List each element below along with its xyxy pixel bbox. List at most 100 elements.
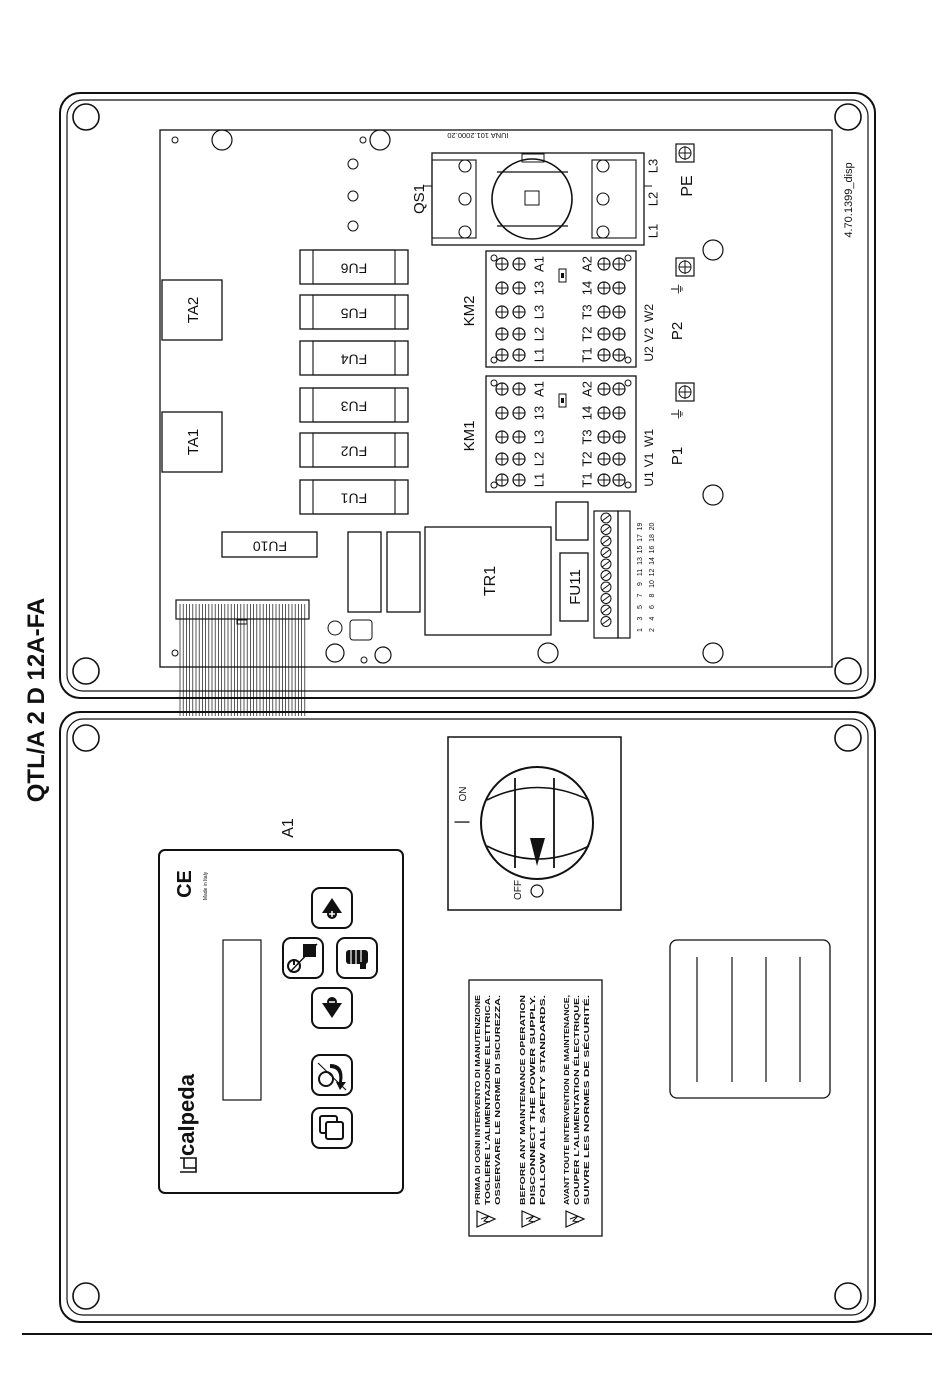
strip-number: 6 (649, 605, 656, 609)
contactor-terminal-label: L1 (531, 348, 546, 362)
controller-a1: CE Made in Italy calpeda (158, 849, 404, 1194)
strip-number: 13 (637, 557, 644, 565)
terminal-screw-icon (612, 452, 626, 466)
pages-icon (319, 1115, 344, 1140)
down-button[interactable] (311, 987, 353, 1029)
strip-number: 3 (637, 616, 644, 620)
terminal-screw-icon (512, 452, 526, 466)
fuse-fu1: FU1 (299, 479, 409, 515)
motor-terminal-label: V2 (642, 327, 656, 342)
strip-number: 11 (637, 569, 644, 576)
terminal-screw-icon (495, 430, 509, 444)
pump-label: P2 (669, 322, 686, 340)
switch-on-mark: | (453, 820, 470, 824)
strip-number: 1 (637, 628, 644, 632)
terminal-screw-icon (597, 452, 611, 466)
fuse-fu3: FU3 (299, 387, 409, 423)
svg-text:QS1: QS1 (411, 184, 428, 214)
terminal-screw-icon (597, 473, 611, 487)
contactor-terminal-label: L3 (531, 430, 546, 444)
strip-number: 8 (649, 593, 656, 597)
terminal-screw-icon (597, 382, 611, 396)
terminal-screw-icon (495, 452, 509, 466)
terminal-screw-icon (512, 406, 526, 420)
contactor-terminal-label: L1 (531, 473, 546, 487)
terminal-screw-icon (612, 473, 626, 487)
terminal-screw-icon (512, 327, 526, 341)
terminal-screw-icon (597, 257, 611, 271)
ce-mark: CE (174, 870, 196, 898)
fuse-fu6: FU6 (299, 249, 409, 285)
contactor-label: KM1 (461, 421, 478, 452)
fuse-fu2: FU2 (299, 432, 409, 468)
terminal-screw-icon (512, 473, 526, 487)
warning-text: BEFORE ANY MAINTENANCE OPERATION (518, 995, 527, 1205)
motor-terminal-label: W2 (642, 304, 656, 322)
contactor-terminal-label: L2 (531, 327, 546, 341)
up-button[interactable] (311, 887, 353, 929)
strip-number: 17 (637, 534, 644, 542)
screw-hole-icon (72, 724, 100, 752)
warning-text: SUIVRE LES NORMES DE SÉCURITÉ. (582, 995, 591, 1205)
terminal-screw-icon (600, 558, 612, 570)
warning-text: OSSERVARE LE NORME DI SICUREZZA. (493, 995, 502, 1205)
board-code: IUNA 101.2000.20 (447, 131, 508, 140)
terminal-screw-icon (495, 382, 509, 396)
fuse-label: FU5 (341, 305, 368, 321)
ribbon-cable (175, 599, 310, 716)
terminal-screw-icon (600, 570, 612, 581)
menu-button[interactable] (311, 1107, 353, 1149)
terminal-screw-icon (597, 348, 611, 362)
warning-icon (476, 1210, 586, 1228)
terminal-screw-icon (600, 512, 612, 524)
screw-hole-icon (72, 103, 100, 131)
svg-text:FU11: FU11 (567, 569, 584, 605)
strip-number: 4 (649, 616, 656, 620)
reset-button[interactable] (311, 1054, 353, 1096)
terminal-screw-icon (597, 327, 611, 341)
terminal-screw-icon (612, 430, 626, 444)
terminal-screw-icon (495, 406, 509, 420)
qs1-terminal-label: L3 (645, 159, 660, 173)
relay-block (347, 531, 421, 613)
warning-text: TOGLIERE L'ALIMENTAZIONE ELETTRICA. (483, 995, 492, 1205)
start-stop-button[interactable] (282, 937, 324, 979)
strip-number: 2 (649, 628, 656, 632)
terminal-screw-icon (495, 327, 509, 341)
contactor-terminal-label: T1 (579, 347, 594, 362)
contactor-terminal-label: L3 (531, 305, 546, 319)
contactor-terminal-label: T3 (579, 429, 594, 444)
terminal-screw-icon (612, 348, 626, 362)
switch-on-label: ON (458, 787, 469, 802)
warning-text: PRIMA DI OGNI INTERVENTO DI MANUTENZIONE (473, 995, 482, 1205)
screw-hole-icon (834, 103, 862, 131)
svg-text:TA2: TA2 (185, 297, 202, 323)
pointer-arrow-icon (530, 838, 545, 866)
strip-number: 9 (637, 582, 644, 586)
warning-text: AVANT TOUTE INTERVENTION DE MAINTENANCE, (562, 995, 571, 1205)
terminal-screw-icon (597, 305, 611, 319)
terminal-screw-icon (495, 257, 509, 271)
svg-text:TR1: TR1 (482, 566, 499, 596)
strip-number: 10 (649, 580, 656, 588)
ground-icon: ⏚ (670, 407, 686, 421)
terminal-screw-icon (512, 348, 526, 362)
terminal-screw-icon (612, 281, 626, 295)
contactor-terminal-label: T2 (579, 451, 594, 466)
terminal-screw-icon (512, 257, 526, 271)
ground-terminal-icon (675, 382, 695, 402)
svg-text:PE: PE (679, 175, 696, 196)
terminal-screw-icon (600, 604, 612, 616)
manual-button[interactable] (336, 937, 378, 979)
rotate-icon (318, 1071, 334, 1087)
terminal-screw-icon (597, 281, 611, 295)
strip-number: 20 (649, 523, 656, 531)
strip-number: 15 (637, 546, 644, 554)
terminal-screw-icon (512, 382, 526, 396)
contactor-terminal-label: A1 (531, 256, 546, 272)
warning-text: FOLLOW ALL SAFETY STANDARDS. (538, 995, 547, 1205)
contactor-terminal-label: 14 (579, 281, 594, 295)
svg-text:FU10: FU10 (253, 538, 287, 554)
rotary-main-switch[interactable]: | ON OFF (447, 736, 622, 911)
